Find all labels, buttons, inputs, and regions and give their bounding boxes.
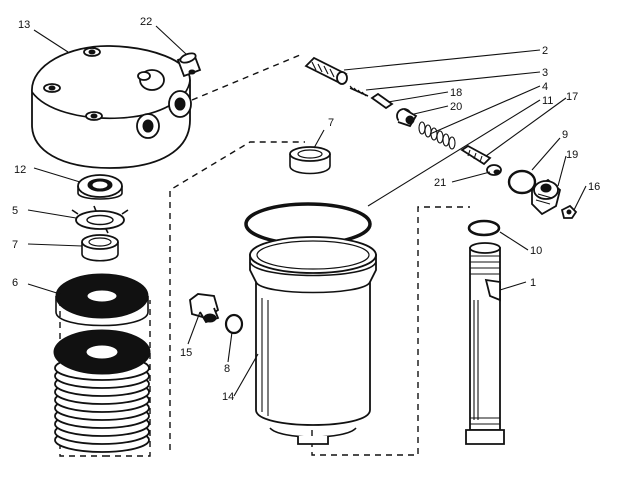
label-7-center: 7 xyxy=(328,117,334,129)
filter-element-stack xyxy=(53,273,151,453)
label-12: 12 xyxy=(14,164,26,176)
valve-stem xyxy=(460,144,492,166)
label-6: 6 xyxy=(12,277,18,289)
valve-seat xyxy=(396,108,418,128)
label-21: 21 xyxy=(434,177,446,189)
filter-bowl xyxy=(249,236,377,445)
plug xyxy=(176,52,202,78)
valve-body xyxy=(304,56,348,85)
label-3: 3 xyxy=(542,67,548,79)
label-16: 16 xyxy=(588,181,600,193)
small-nut xyxy=(560,204,578,219)
coil-spring xyxy=(418,121,456,150)
label-1: 1 xyxy=(530,277,536,289)
nut xyxy=(77,174,123,200)
drain-plug xyxy=(189,293,220,324)
label-11: 11 xyxy=(542,95,553,107)
label-8: 8 xyxy=(224,363,230,375)
valve-spring xyxy=(349,85,369,97)
label-7-left: 7 xyxy=(12,239,18,251)
label-13: 13 xyxy=(18,19,30,31)
tube-o-ring xyxy=(467,219,501,237)
filter-head xyxy=(31,45,192,169)
seal-ring-left xyxy=(81,234,119,262)
label-2: 2 xyxy=(542,45,548,57)
lock-washer xyxy=(71,205,129,234)
assembly-dashed-lines xyxy=(59,54,470,457)
label-9: 9 xyxy=(562,129,568,141)
label-22: 22 xyxy=(140,16,152,28)
label-20: 20 xyxy=(450,101,462,113)
drain-washer xyxy=(224,313,244,335)
label-4: 4 xyxy=(542,81,548,93)
label-17: 17 xyxy=(566,91,578,103)
label-14: 14 xyxy=(222,391,234,403)
label-5: 5 xyxy=(12,205,18,217)
center-tube xyxy=(465,242,505,445)
threaded-plug xyxy=(531,178,562,216)
label-10: 10 xyxy=(530,245,542,257)
leader-lines xyxy=(27,25,587,397)
plug-washer xyxy=(507,169,537,195)
label-19: 19 xyxy=(566,149,578,161)
label-18: 18 xyxy=(450,87,462,99)
small-valve xyxy=(486,164,502,176)
part-number-labels: 13 22 12 5 7 6 7 2 3 18 20 4 11 17 9 19 … xyxy=(12,16,600,403)
label-15: 15 xyxy=(180,347,192,359)
valve-pin xyxy=(370,92,394,110)
seal-ring-center xyxy=(289,146,331,175)
